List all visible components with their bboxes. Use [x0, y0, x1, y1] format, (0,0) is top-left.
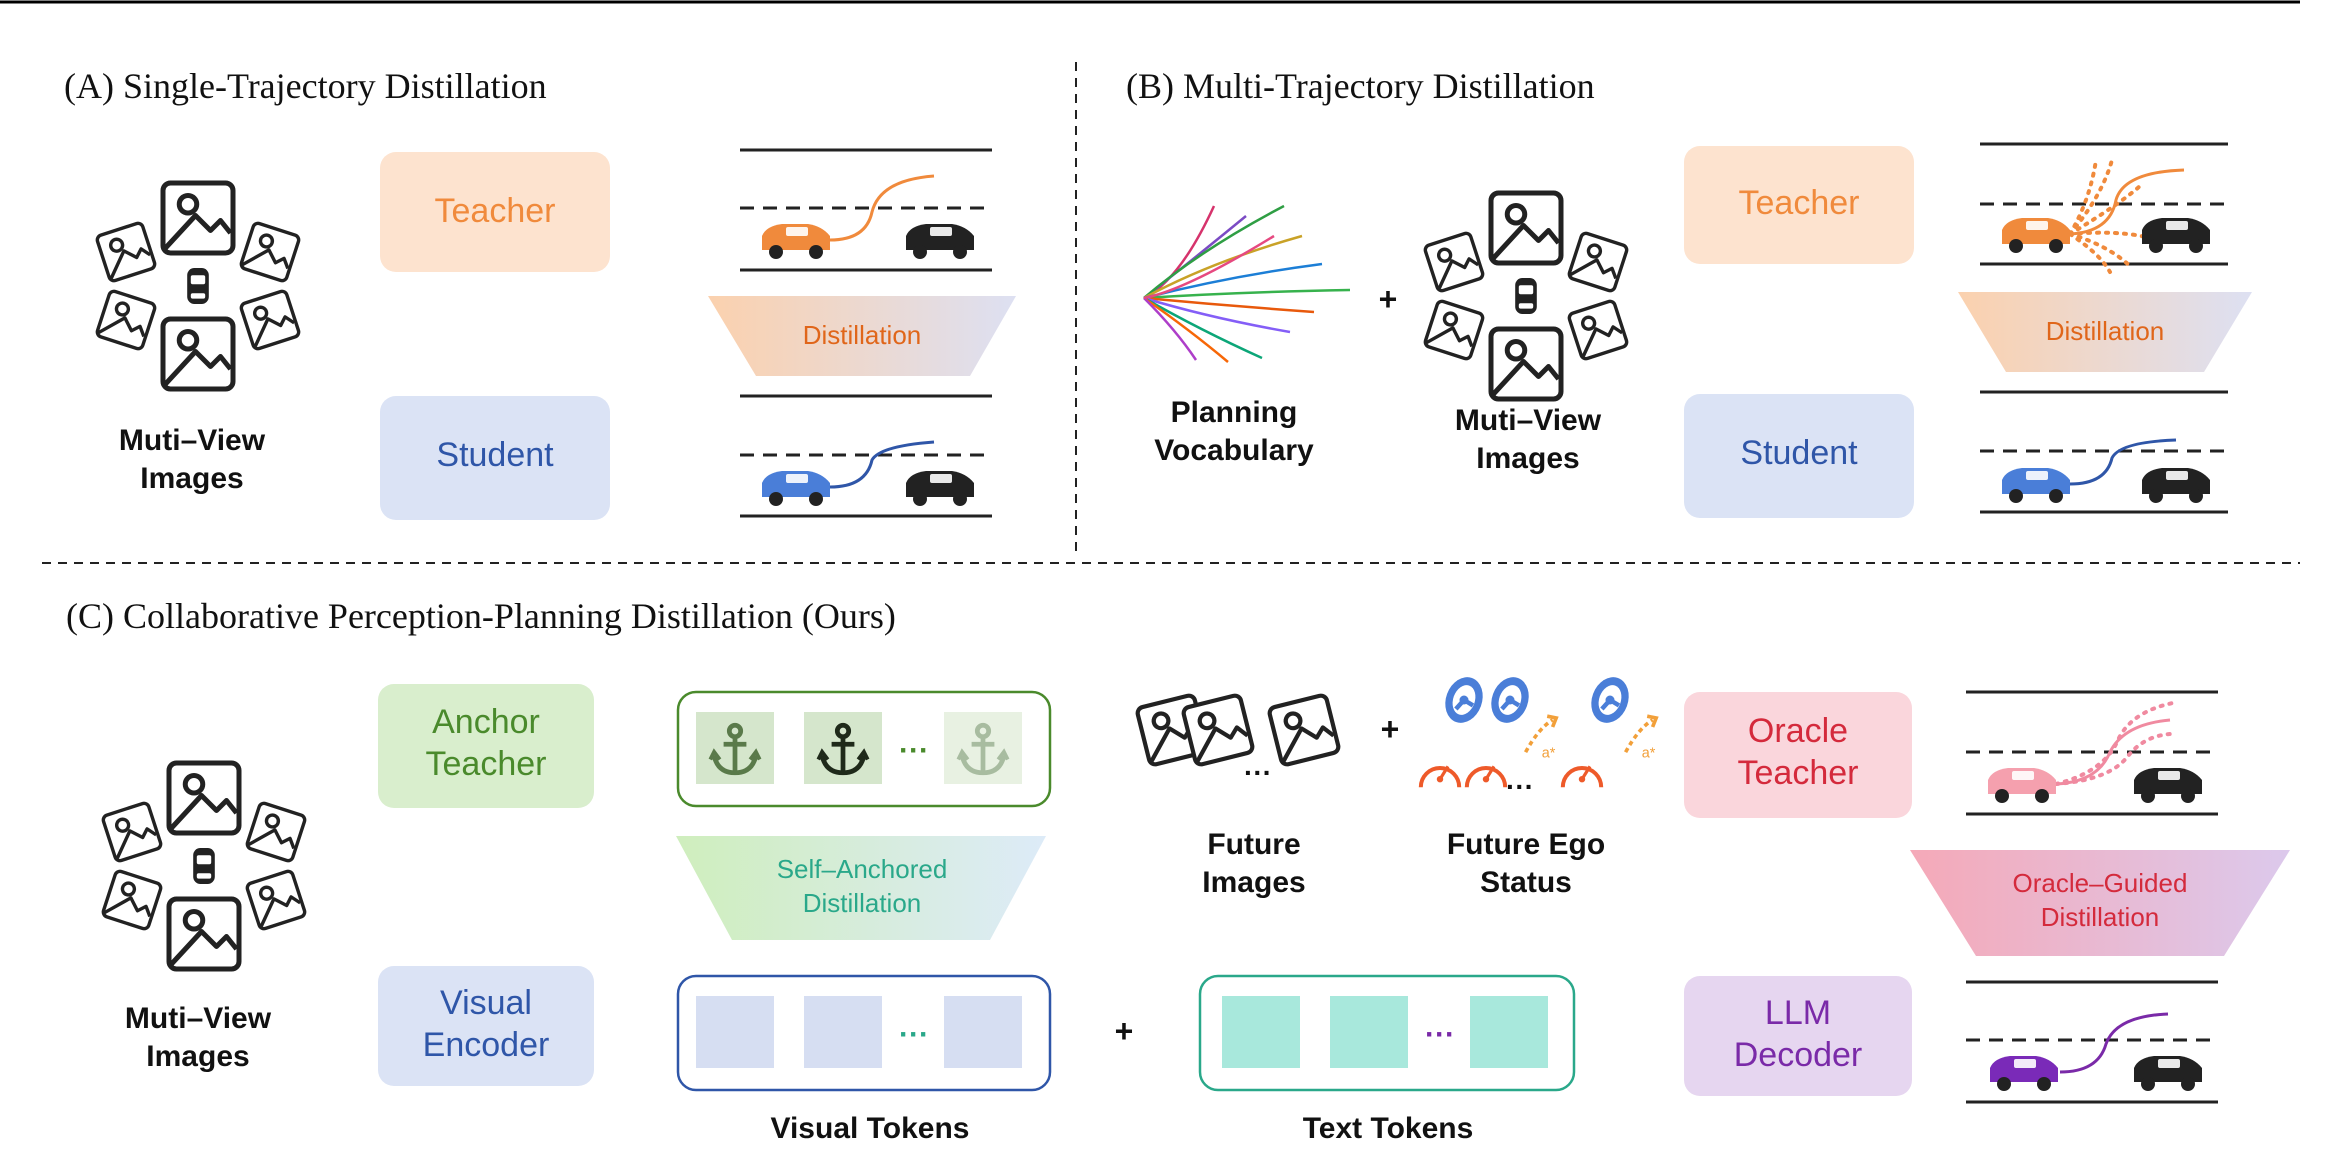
- car-icon: [762, 224, 830, 259]
- anchor-teacher-box: [378, 684, 594, 808]
- visual-token: [944, 996, 1022, 1068]
- panel-b-teacher-road: [1980, 142, 2228, 274]
- panel-c-input-label-line1: Muti–View: [125, 1002, 272, 1035]
- visual-token-ellipsis: ···: [899, 1018, 929, 1051]
- panel-a-teacher-road: [740, 148, 992, 272]
- tokens-plus: +: [1115, 1013, 1134, 1049]
- acceleration-icon: [1523, 714, 1558, 764]
- steering-wheel-icon: [1585, 672, 1635, 728]
- self-anchored-label-line2: Distillation: [803, 888, 922, 918]
- text-token: [1470, 996, 1548, 1068]
- car-icon: [906, 224, 974, 259]
- text-tokens-label: Text Tokens: [1303, 1112, 1474, 1145]
- car-icon: [906, 471, 974, 506]
- panel-b-teacher-label: Teacher: [1739, 184, 1860, 222]
- text-token-ellipsis: ···: [1425, 1018, 1455, 1051]
- oracle-teacher-road: [1966, 690, 2218, 816]
- car-icon: [2134, 768, 2202, 803]
- panel-b-plus: +: [1379, 281, 1398, 317]
- panel-a-distill-trapezoid: [708, 296, 1016, 376]
- panel-a-title: (A) Single-Trajectory Distillation: [64, 66, 547, 106]
- visual-token: [696, 996, 774, 1068]
- panel-a-student-label: Student: [436, 436, 554, 474]
- car-icon: [2134, 1056, 2202, 1091]
- anchor-token-ellipsis: ···: [899, 734, 929, 767]
- future-images-label-line2: Images: [1202, 866, 1305, 899]
- future-images-ellipsis: ···: [1244, 757, 1272, 788]
- oracle-guided-label-line2: Distillation: [2041, 902, 2160, 932]
- panel-a-student-road: [740, 394, 992, 518]
- car-icon: [2002, 468, 2070, 503]
- llm-decoder-road: [1966, 980, 2218, 1104]
- visual-encoder-label-line1: Visual: [440, 984, 532, 1022]
- future-images-icon: ···: [1136, 694, 1339, 788]
- car-icon: [2142, 468, 2210, 503]
- multi-view-images-icon: [1424, 193, 1628, 399]
- future-ego-label-line1: Future Ego: [1447, 828, 1605, 861]
- panel-b-teacher-box: [1684, 146, 1914, 264]
- llm-decoder-label-line1: LLM: [1765, 994, 1831, 1032]
- steering-wheel-icon: [1485, 672, 1535, 728]
- panel-a-input-label-line2: Images: [140, 462, 243, 495]
- trajectory-fan-icon: [1143, 204, 1351, 363]
- anchor-teacher-label-line2: Teacher: [426, 745, 547, 783]
- panel-b-student-box: [1684, 394, 1914, 518]
- speedometer-icon: [1421, 766, 1459, 787]
- future-ego-ellipsis: ···: [1506, 771, 1534, 802]
- self-anchored-label-line1: Self–Anchored: [777, 854, 948, 884]
- self-anchored-trapezoid: [676, 836, 1046, 940]
- oracle-teacher-box: [1684, 692, 1912, 818]
- oracle-guided-label-line1: Oracle–Guided: [2013, 868, 2188, 898]
- llm-decoder-label-line2: Decoder: [1734, 1036, 1863, 1074]
- acceleration-icon: [1623, 714, 1658, 764]
- panel-b-title: (B) Multi-Trajectory Distillation: [1126, 66, 1595, 106]
- panel-c-title: (C) Collaborative Perception-Planning Di…: [66, 596, 896, 636]
- multi-view-images-icon: [102, 763, 306, 969]
- car-icon: [1988, 768, 2056, 803]
- speedometer-icon: [1467, 766, 1505, 787]
- car-icon: [762, 471, 830, 506]
- panel-b-input-label-line2: Images: [1476, 442, 1579, 475]
- planning-vocab-label-line1: Planning: [1171, 396, 1298, 429]
- visual-tokens-label: Visual Tokens: [771, 1112, 970, 1145]
- panel-a-teacher-box: [380, 152, 610, 272]
- text-token: [1222, 996, 1300, 1068]
- oracle-teacher-label-line2: Teacher: [1738, 754, 1859, 792]
- panel-a-student-box: [380, 396, 610, 520]
- panel-a-teacher-label: Teacher: [435, 192, 556, 230]
- future-plus: +: [1381, 711, 1400, 747]
- panel-b-distill-label: Distillation: [2046, 316, 2165, 346]
- panel-b-student-road: [1980, 390, 2228, 514]
- future-ego-label-line2: Status: [1480, 866, 1572, 899]
- llm-decoder-box: [1684, 976, 1912, 1096]
- anchor-teacher-label-line1: Anchor: [432, 703, 540, 741]
- car-icon: [2142, 218, 2210, 253]
- panel-c-input-label-line2: Images: [146, 1040, 249, 1073]
- oracle-teacher-label-line1: Oracle: [1748, 712, 1848, 750]
- visual-token: [804, 996, 882, 1068]
- steering-wheel-icon: [1439, 672, 1489, 728]
- visual-encoder-label-line2: Encoder: [423, 1026, 550, 1064]
- speedometer-icon: [1563, 766, 1601, 787]
- panel-b-input-label-line1: Muti–View: [1455, 404, 1602, 437]
- panel-b-distill-trapezoid: [1958, 292, 2252, 372]
- panel-a-input-label-line1: Muti–View: [119, 424, 266, 457]
- future-ego-status-icons: ···: [1421, 672, 1658, 802]
- text-token: [1330, 996, 1408, 1068]
- future-images-label-line1: Future: [1207, 828, 1300, 861]
- panel-b-student-label: Student: [1740, 434, 1858, 472]
- car-icon: [1990, 1056, 2058, 1091]
- planning-vocab-label-line2: Vocabulary: [1154, 434, 1314, 467]
- car-icon: [2002, 218, 2070, 253]
- multi-view-images-icon: [96, 183, 300, 389]
- panel-a-distill-label: Distillation: [803, 320, 922, 350]
- visual-encoder-box: [378, 966, 594, 1086]
- oracle-guided-trapezoid: [1910, 850, 2290, 956]
